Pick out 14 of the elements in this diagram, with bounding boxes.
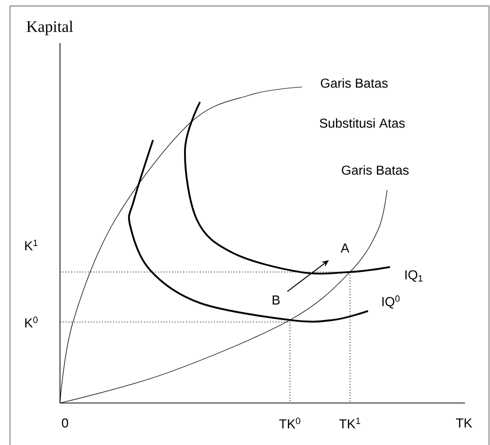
curve-label: Garis Batas xyxy=(320,78,388,88)
tick-label: TK$^{0}$ xyxy=(279,418,300,428)
tick-label: K$^{1}$ xyxy=(25,240,38,250)
tick-label: 0 xyxy=(62,418,68,428)
point-label: A xyxy=(340,244,350,252)
curve-label: IQ$_{1}$ xyxy=(405,270,423,282)
axis-label: TK xyxy=(456,418,472,428)
curve-label: IQ$^{0}$ xyxy=(382,295,400,309)
tick-label: K$^{0}$ xyxy=(25,316,38,328)
axis-label: Kapital xyxy=(26,20,73,36)
point-label: B xyxy=(272,296,280,304)
curve-label: Garis Batas xyxy=(342,165,409,175)
curve-label: Substitusi Atas xyxy=(320,118,405,128)
tick-label: TK$^{1}$ xyxy=(339,418,360,428)
